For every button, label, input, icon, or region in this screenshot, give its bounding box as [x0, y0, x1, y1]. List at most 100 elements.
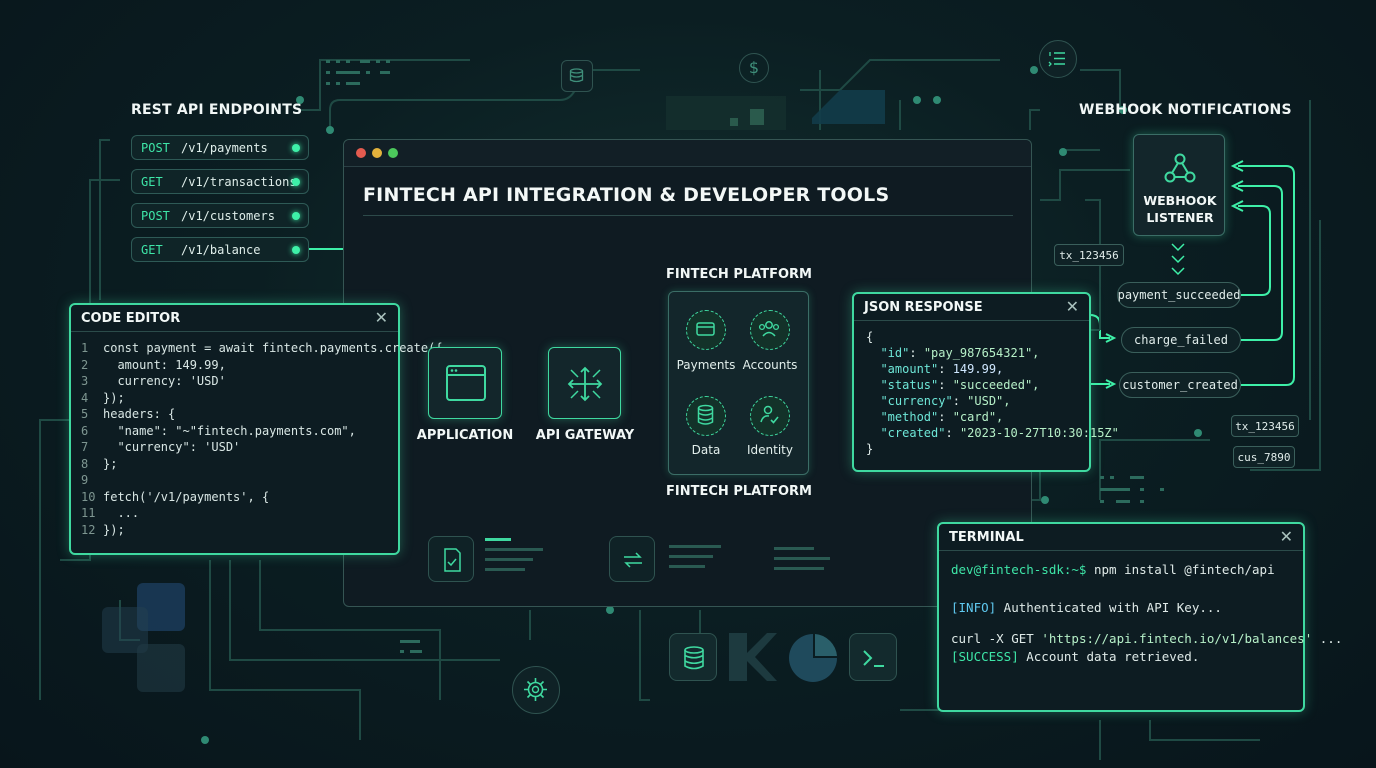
webhook-heading: WEBHOOK NOTIFICATIONS: [1079, 102, 1292, 118]
platform-label-top: FINTECH PLATFORM: [666, 267, 812, 282]
browser-window-icon: [446, 365, 486, 401]
transaction-tag[interactable]: tx_123456: [1231, 415, 1299, 437]
endpoint-post-payments[interactable]: POST /v1/payments: [131, 135, 309, 160]
event-charge-failed[interactable]: charge_failed: [1121, 327, 1241, 353]
service-label-accounts: Accounts: [742, 358, 798, 372]
gateway-arrows-icon: [567, 366, 603, 402]
application-label: APPLICATION: [416, 428, 514, 443]
json-field: "created": "2023-10-27T10:30:15Z": [880, 426, 1119, 440]
maximize-window-dot-icon[interactable]: [388, 148, 398, 158]
status-dot-icon: [292, 212, 300, 220]
terminal-success-line: [SUCCESS] Account data retrieved.: [951, 649, 1200, 664]
fintech-platform-box[interactable]: Payments Accounts Data Identity: [668, 291, 809, 475]
json-close-brace: }: [866, 442, 874, 456]
transaction-tag[interactable]: tx_123456: [1054, 244, 1124, 266]
endpoint-method: POST: [141, 208, 170, 223]
terminal-header: TERMINAL ✕: [939, 524, 1303, 551]
dollar-icon: $: [739, 53, 769, 83]
data-database-icon[interactable]: [686, 396, 726, 436]
webhook-listener-label-1: WEBHOOK: [1143, 193, 1217, 208]
close-icon[interactable]: ✕: [374, 308, 388, 327]
json-field: "method": "card",: [880, 410, 1004, 424]
status-dot-icon: [292, 144, 300, 152]
endpoint-get-balance[interactable]: GET /v1/balance: [131, 237, 309, 262]
webhook-listener-label-2: LISTENER: [1146, 210, 1214, 225]
deco-lines-3: [774, 547, 830, 570]
code-editor-title: CODE EDITOR: [81, 311, 181, 326]
event-customer-created[interactable]: customer_created: [1119, 372, 1241, 398]
service-label-identity: Identity: [747, 443, 793, 457]
webhook-listener-node[interactable]: WEBHOOK LISTENER: [1133, 134, 1225, 236]
endpoint-get-transactions[interactable]: GET /v1/transactions: [131, 169, 309, 194]
endpoint-path: /v1/balance: [181, 242, 261, 257]
pie-chart-icon: [788, 633, 838, 683]
deco-lines-2: [669, 545, 721, 568]
terminal-command-line: dev@fintech-sdk:~$ npm install @fintech/…: [951, 562, 1275, 577]
json-field: "currency": "USD",: [880, 394, 1011, 408]
json-response-title: JSON RESPONSE: [864, 300, 983, 315]
event-payment-succeeded[interactable]: payment_succeeded: [1117, 282, 1241, 308]
endpoint-method: POST: [141, 140, 170, 155]
terminal-info-line: [INFO] Authenticated with API Key...: [951, 600, 1222, 615]
platform-label-bottom: FINTECH PLATFORM: [666, 484, 812, 499]
identity-user-check-icon[interactable]: [750, 396, 790, 436]
code-line: 4});: [81, 390, 125, 405]
service-label-payments: Payments: [676, 358, 736, 372]
close-icon[interactable]: ✕: [1279, 527, 1293, 546]
code-editor-header: CODE EDITOR ✕: [71, 305, 398, 332]
code-line: 6 "name": "~"fintech.payments.com",: [81, 423, 356, 438]
api-gateway-label: API GATEWAY: [535, 428, 635, 443]
payments-card-icon[interactable]: [686, 310, 726, 350]
endpoint-post-customers[interactable]: POST /v1/customers: [131, 203, 309, 228]
application-node[interactable]: [428, 347, 502, 419]
window-titlebar: [344, 140, 1031, 167]
page-title: FINTECH API INTEGRATION & DEVELOPER TOOL…: [363, 184, 890, 206]
terminal-panel[interactable]: TERMINAL ✕ dev@fintech-sdk:~$ npm instal…: [937, 522, 1342, 712]
close-window-dot-icon[interactable]: [356, 148, 366, 158]
title-divider: [363, 215, 1013, 216]
status-dot-icon: [292, 178, 300, 186]
endpoint-method: GET: [141, 242, 163, 257]
webhook-icon: [1164, 153, 1196, 183]
code-line: 9: [81, 473, 89, 487]
endpoint-path: /v1/payments: [181, 140, 268, 155]
code-line: 2 amount: 149.99,: [81, 357, 226, 372]
json-open-brace: {: [866, 330, 874, 344]
json-field: "status": "succeeded",: [880, 378, 1040, 392]
json-response-panel[interactable]: JSON RESPONSE ✕ { "id": "pay_987654321",…: [852, 292, 1119, 472]
rest-endpoints-heading: REST API ENDPOINTS: [131, 102, 303, 118]
database-icon: [669, 633, 717, 681]
json-field: "amount": 149.99,: [880, 362, 1004, 376]
code-line: 7 "currency": 'USD': [81, 440, 241, 454]
close-icon[interactable]: ✕: [1065, 297, 1079, 316]
document-check-icon: [428, 536, 474, 582]
accounts-users-icon[interactable]: [750, 310, 790, 350]
kanban-logo-icon: [729, 633, 777, 681]
code-line: 12});: [81, 522, 125, 537]
minimize-window-dot-icon[interactable]: [372, 148, 382, 158]
code-line: 11 ...: [81, 506, 140, 520]
database-icon: [561, 60, 593, 92]
endpoint-path: /v1/customers: [181, 208, 275, 223]
refresh-icon: [609, 536, 655, 582]
customer-tag[interactable]: cus_7890: [1233, 446, 1295, 468]
gear-icon: [512, 666, 560, 714]
service-label-data: Data: [691, 443, 721, 457]
json-field: "id": "pay_987654321",: [880, 346, 1040, 360]
terminal-curl-line: curl -X GET 'https://api.fintech.io/v1/b…: [951, 631, 1343, 646]
list-icon: [1039, 40, 1077, 78]
terminal-title: TERMINAL: [949, 530, 1024, 545]
api-gateway-node[interactable]: [548, 347, 621, 419]
endpoint-method: GET: [141, 174, 163, 189]
code-line: 8};: [81, 456, 118, 471]
terminal-icon: [849, 633, 897, 681]
deco-lines-1: [485, 538, 543, 571]
json-response-header: JSON RESPONSE ✕: [854, 294, 1089, 321]
endpoint-path: /v1/transactions: [181, 174, 297, 189]
code-line: 3 currency: 'USD': [81, 374, 226, 388]
status-dot-icon: [292, 246, 300, 254]
